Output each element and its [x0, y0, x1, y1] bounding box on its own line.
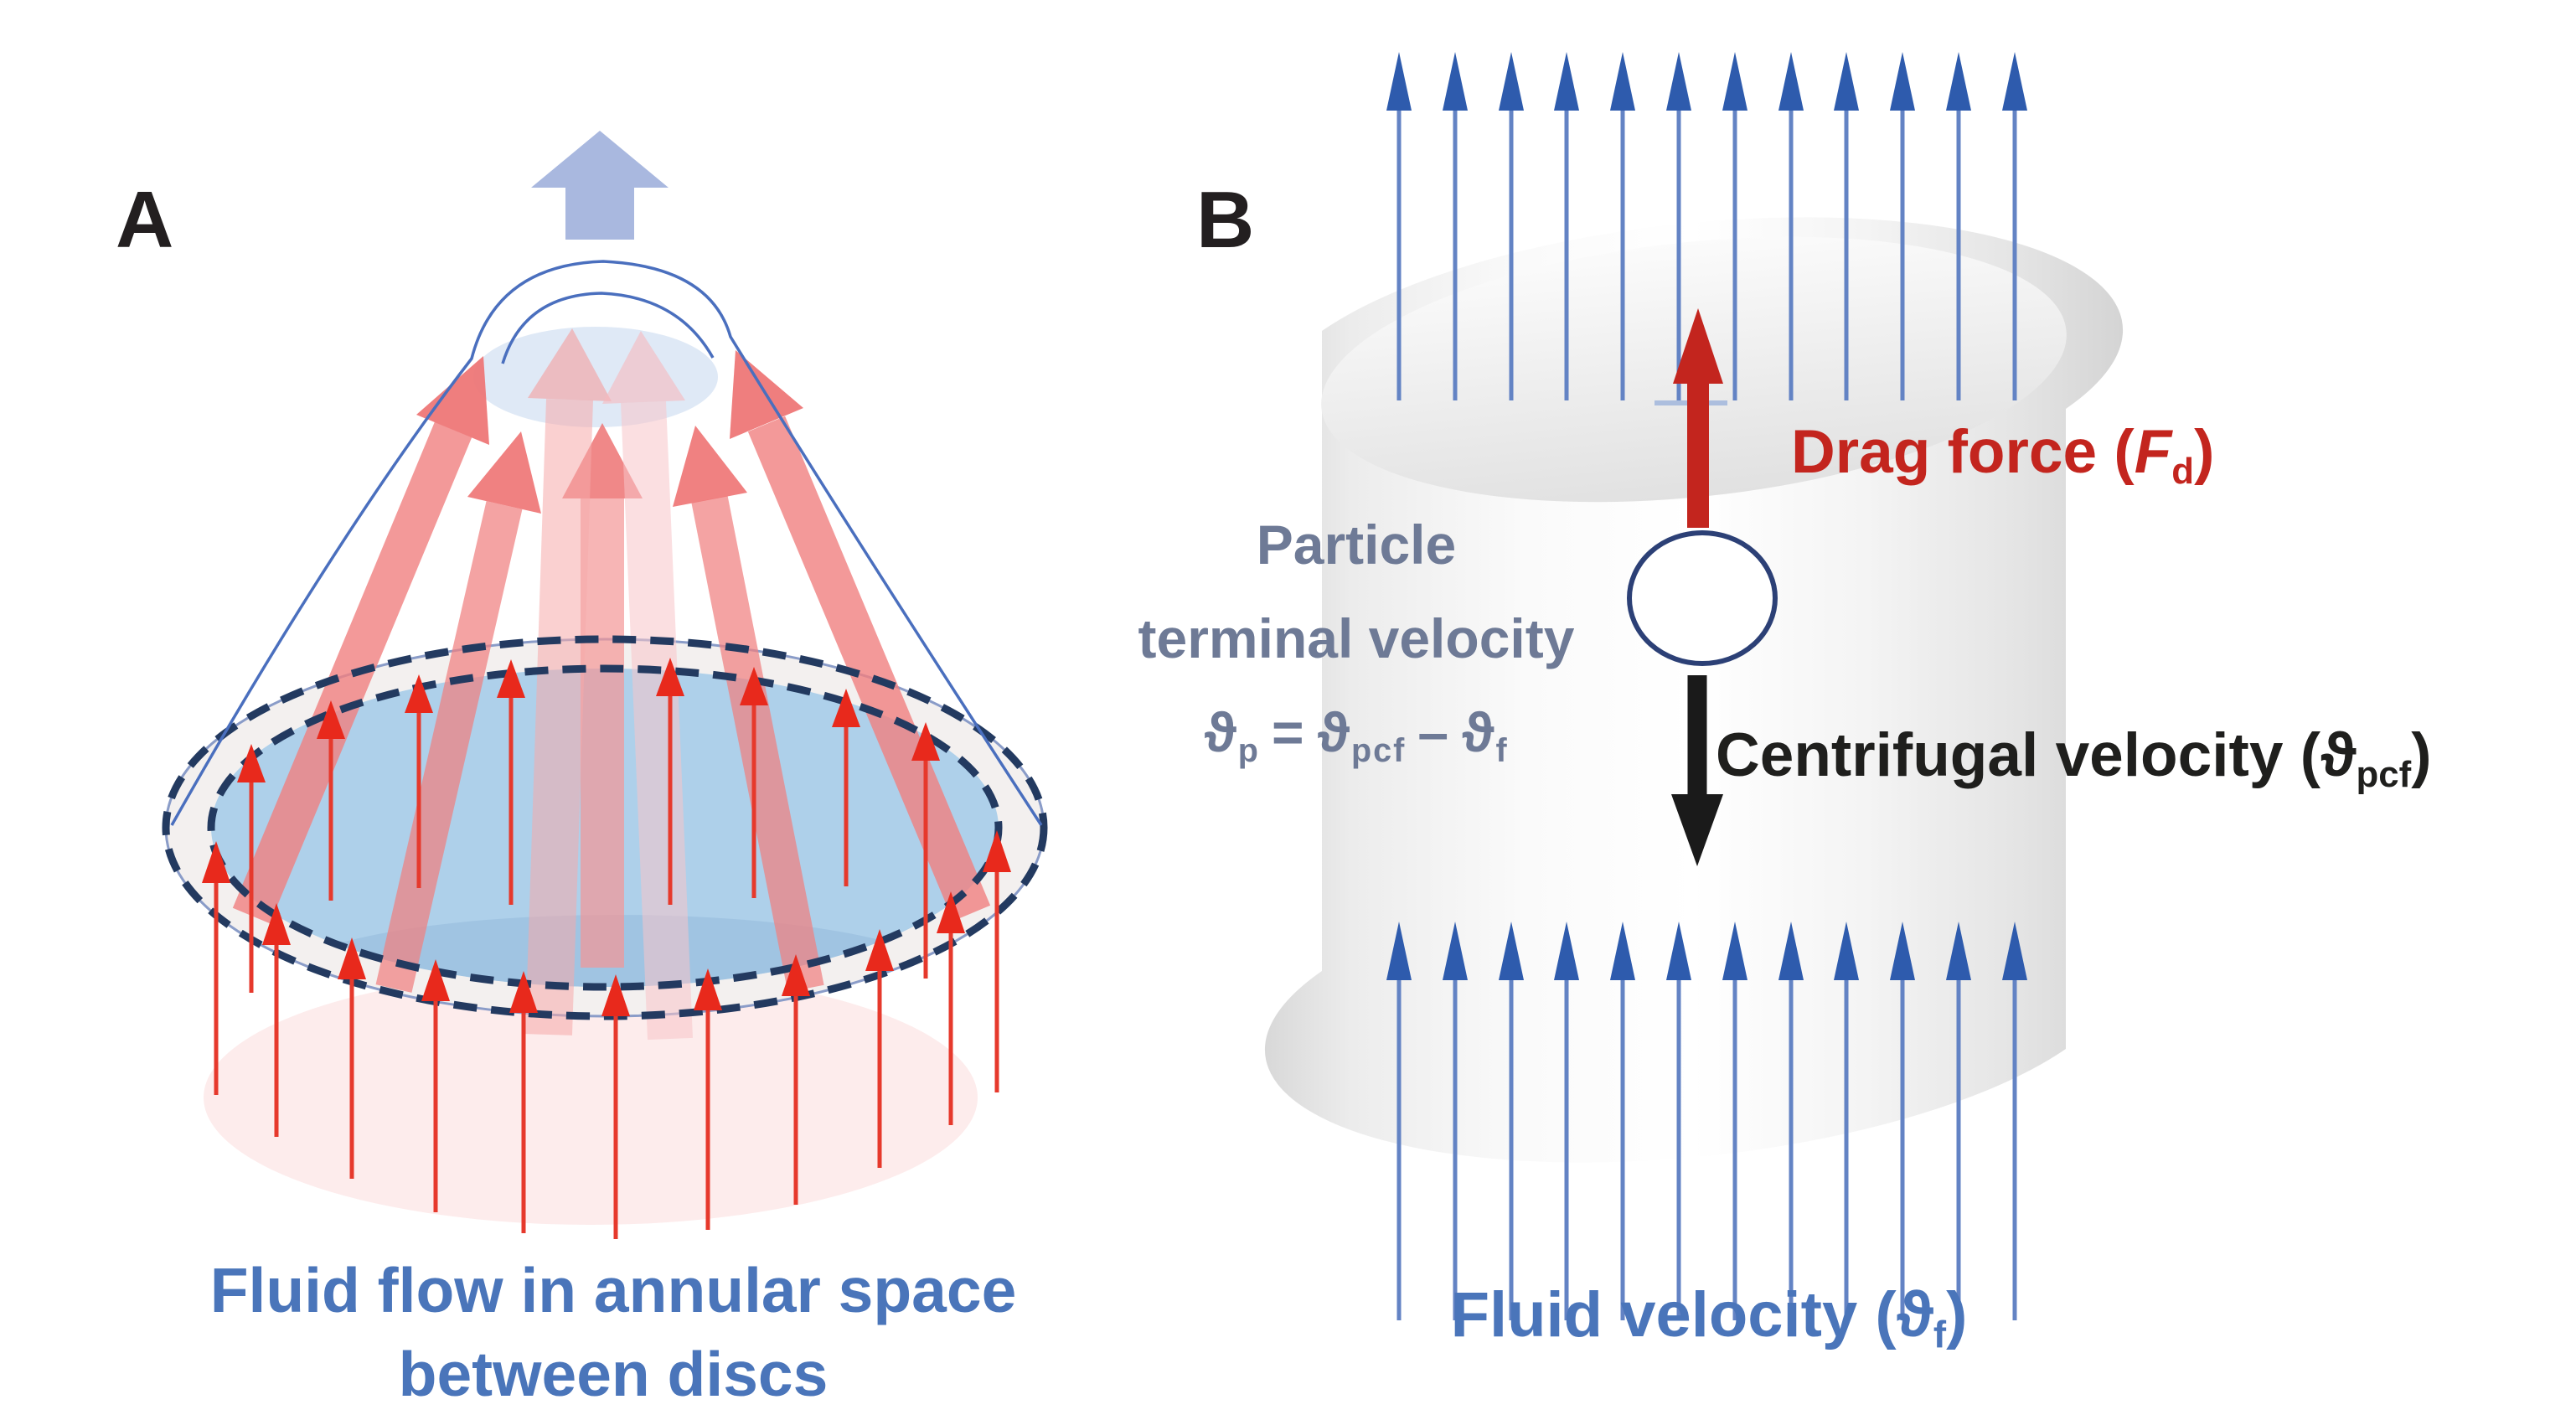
dome-inner-outline: [501, 292, 715, 364]
drag-force-label: Drag force (Fd): [1791, 417, 2214, 493]
eq-equals: =: [1271, 701, 1306, 763]
terminal-velocity-equation: ϑp=ϑpcf–ϑf: [1054, 685, 1659, 798]
eq-sub-p: p: [1237, 731, 1260, 769]
eq-theta-p: ϑ: [1204, 701, 1238, 763]
panel-b-label: B: [1196, 175, 1255, 265]
drag-force-close: ): [2194, 418, 2215, 486]
fluid-velocity-close: ): [1946, 1279, 1968, 1350]
fluid-arrow-up-icon: [1386, 52, 2027, 400]
eq-sub-pcf: pcf: [1350, 731, 1407, 769]
particle: [1627, 530, 1778, 666]
wide-flow-arrow-icon: [673, 426, 824, 993]
cone-outline: [170, 260, 1043, 826]
centrifugal-velocity-label: Centrifugal velocity (ϑpcf): [1716, 720, 2432, 796]
particle-terminal-velocity-label: Particle terminal velocity ϑp=ϑpcf–ϑf: [1054, 498, 1659, 798]
eq-theta-f: ϑ: [1462, 701, 1496, 763]
drag-force-subscript: d: [2171, 451, 2195, 493]
annular-flow-caption: Fluid flow in annular space between disc…: [111, 1248, 1116, 1415]
centrifugal-close: ): [2411, 721, 2432, 789]
rim-arrow-up-icon: [237, 658, 940, 993]
caption-line1: Fluid flow in annular space: [209, 1255, 1017, 1325]
fluid-velocity-subscript: f: [1933, 1313, 1947, 1356]
particle-line1: Particle: [1256, 514, 1457, 576]
panel-a-label: A: [116, 175, 174, 265]
panel-b-graphic: [1264, 52, 2124, 1320]
centrifugal-symbol: ϑ: [2320, 721, 2357, 789]
panel-a-graphic: [162, 131, 1048, 1239]
centrifugal-text: Centrifugal velocity (: [1716, 721, 2321, 789]
eq-sub-f: f: [1495, 731, 1509, 769]
fluid-velocity-symbol: ϑ: [1896, 1279, 1933, 1350]
particle-line2: terminal velocity: [1138, 607, 1575, 669]
fluid-velocity-text: Fluid velocity (: [1450, 1279, 1897, 1350]
wide-flow-arrow-icon: [375, 431, 541, 993]
centrifugal-subscript: pcf: [2356, 754, 2412, 796]
inner-dashed-ellipse: [207, 664, 1003, 991]
fluid-velocity-label: Fluid velocity (ϑf): [1215, 1278, 2203, 1357]
fluid-arrow-up-icon: [1386, 922, 2027, 1320]
wide-flow-arrow-light-icon: [525, 328, 612, 1035]
drag-force-arrow-icon: [1673, 308, 1723, 528]
centrifugal-arrow-icon: [1671, 675, 1723, 866]
drag-force-symbol: F: [2134, 418, 2172, 486]
drag-force-text: Drag force (: [1791, 418, 2135, 486]
rim-arrow-up-icon: [202, 830, 1011, 1239]
eq-theta-pcf: ϑ: [1317, 701, 1351, 763]
lower-disc-glow: [204, 970, 978, 1225]
wide-flow-arrow-light-icon: [602, 331, 693, 1041]
caption-line2: between discs: [398, 1339, 829, 1409]
eq-minus: –: [1417, 701, 1451, 763]
outlet-arrow-icon: [531, 131, 669, 240]
